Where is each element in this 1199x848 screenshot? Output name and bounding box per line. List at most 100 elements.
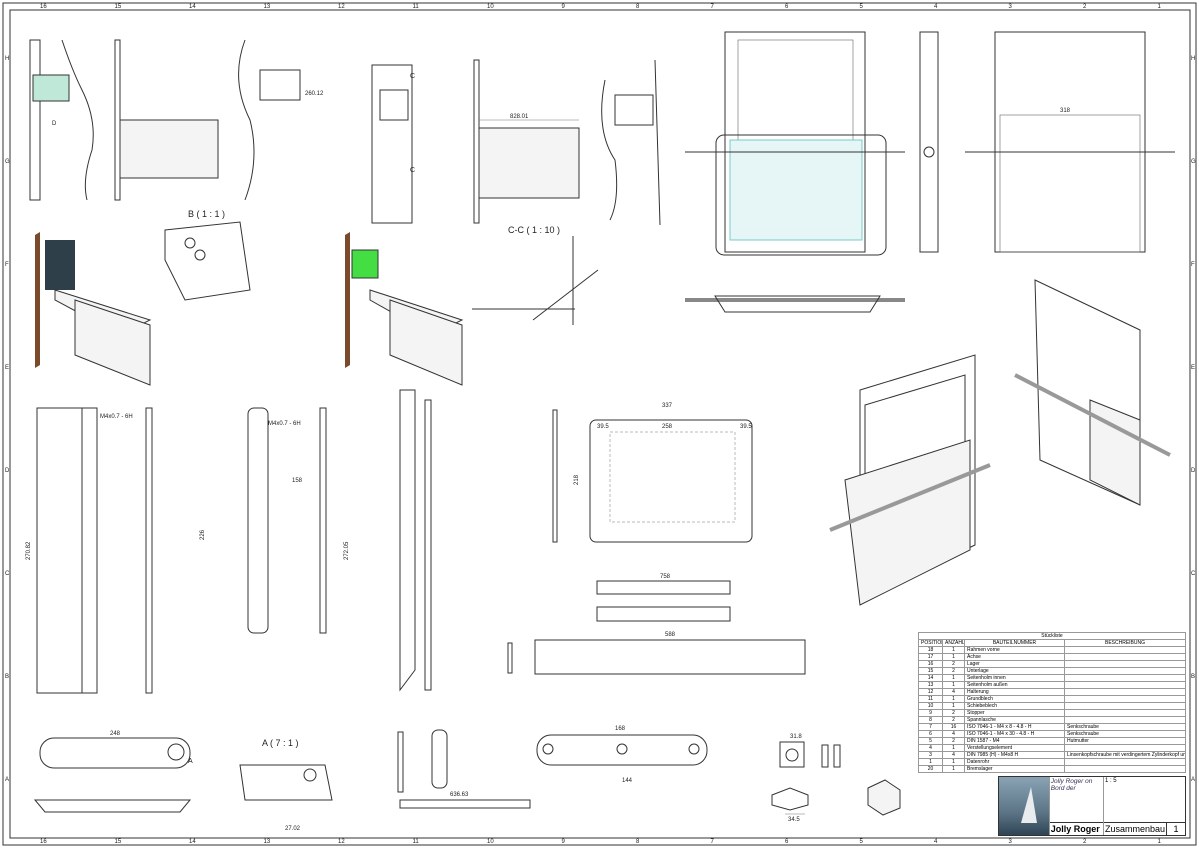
frame-column-label: 5 <box>860 839 864 845</box>
table-cell: 2 <box>942 667 965 675</box>
detail-mark-d: D <box>52 121 57 127</box>
table-cell: 17 <box>918 653 943 661</box>
frame-row-label: A <box>5 777 9 783</box>
part-schiebeblech: 758 <box>596 574 731 622</box>
table-cell: 7 <box>918 723 943 731</box>
table-cell <box>1064 646 1186 654</box>
table-cell: 1 <box>942 702 965 710</box>
table-cell: 2 <box>942 716 965 724</box>
table-cell: 1 <box>942 681 965 689</box>
frame-column-label: 6 <box>785 839 789 845</box>
table-cell: 4 <box>918 744 943 752</box>
frame-column-label: 16 <box>40 4 47 10</box>
table-cell: Linsenkopfschraube mit verdingertem Zyli… <box>1064 751 1186 759</box>
frame-row-label: B <box>5 674 9 680</box>
table-cell: 4 <box>942 751 965 759</box>
column-header: ANZAHL <box>942 639 965 647</box>
dim-label: 226 <box>200 529 206 540</box>
frame-column-label: 1 <box>1158 4 1162 10</box>
table-cell: 1 <box>918 758 943 766</box>
table-cell: 4 <box>942 688 965 696</box>
cut-mark-c: C <box>410 73 415 80</box>
frame-row-label: G <box>5 159 10 165</box>
table-cell: 6 <box>918 730 943 738</box>
table-cell: Verstellungselement <box>964 744 1065 752</box>
frame-row-label: E <box>1191 365 1195 371</box>
table-cell: 13 <box>918 681 943 689</box>
detail-view-b: B ( 1 : 1 ) <box>164 209 251 301</box>
table-cell: Senkschraube <box>1064 723 1186 731</box>
table-cell: 16 <box>918 660 943 668</box>
part-halterung-rod: 636.63 <box>399 792 531 809</box>
dim-label: 258 <box>662 424 673 430</box>
sailboat-photo <box>999 777 1049 835</box>
part-side-holm-inner: M4x0.7 - 6H 226 158 <box>200 407 327 634</box>
dim-label: 144 <box>622 778 633 784</box>
column-header: POSITION <box>918 639 943 647</box>
frame-column-label: 1 <box>1158 839 1162 845</box>
table-cell <box>1064 681 1186 689</box>
table-cell: 1 <box>942 695 965 703</box>
dim-label: 39.5 <box>597 424 609 430</box>
table-cell: DIN 1587 - M4 <box>964 737 1065 745</box>
frame-top-view <box>685 295 905 313</box>
view-front-2: 828.01 <box>473 59 580 224</box>
detail-mark-a: A <box>188 758 193 765</box>
frame-row-label: F <box>1191 262 1195 268</box>
table-cell: Bremslager <box>964 765 1065 773</box>
table-cell: 15 <box>918 667 943 675</box>
sheet-number: 1 <box>1166 823 1185 835</box>
parts-list-title: Stückliste <box>918 632 1186 640</box>
detail-view-a: A ( 7 : 1 ) 27.02 <box>239 738 333 832</box>
table-cell: ISO 7046-1 - M4 x 30 - 4.8 - H <box>964 730 1065 738</box>
dim-label: 158 <box>292 478 303 484</box>
table-cell: Datenrohr <box>964 758 1065 766</box>
view-title-a: A ( 7 : 1 ) <box>262 738 299 748</box>
view-section-c: C C <box>371 64 415 224</box>
dim-label: 758 <box>660 574 671 580</box>
drawing-title: Zusammenbau <box>1104 824 1165 834</box>
frame-rear-view: 318 <box>965 31 1175 253</box>
table-cell: 11 <box>918 695 943 703</box>
view-front-1 <box>114 39 219 201</box>
view-side-1: D <box>29 39 94 201</box>
frame-row-label: C <box>1191 571 1196 577</box>
table-cell: 1 <box>942 674 965 682</box>
dim-label: 168 <box>615 726 626 732</box>
table-cell: 5 <box>918 737 943 745</box>
frame-row-label: G <box>1191 159 1196 165</box>
frame-column-label: 5 <box>860 4 864 10</box>
frame-column-label: 14 <box>189 839 196 845</box>
table-cell: Seitenholm außen <box>964 681 1065 689</box>
scale: 1 : 5 <box>1104 778 1117 784</box>
table-cell: Schiebeblech <box>964 702 1065 710</box>
dim-label: 218 <box>574 474 580 485</box>
table-cell: Hutmutter <box>1064 737 1186 745</box>
column-header: BAUTEILNUMMER <box>964 639 1065 647</box>
table-cell: Halterung <box>964 688 1065 696</box>
table-cell <box>1064 660 1186 668</box>
frame-column-label: 4 <box>934 839 938 845</box>
part-lager: 248 A <box>33 731 193 813</box>
frame-column-label: 13 <box>264 839 271 845</box>
dim-label: 588 <box>665 632 676 638</box>
isometric-view-1 <box>35 232 152 386</box>
frame-column-label: 9 <box>562 839 566 845</box>
table-cell: Lager <box>964 660 1065 668</box>
table-cell: 4 <box>942 730 965 738</box>
frame-row-label: F <box>5 262 9 268</box>
frame-front-view <box>685 31 905 256</box>
table-cell: 9 <box>918 709 943 717</box>
view-title-b: B ( 1 : 1 ) <box>188 209 225 219</box>
dim-label: M4x0.7 - 6H <box>268 421 301 427</box>
table-cell: Seitenholm innen <box>964 674 1065 682</box>
